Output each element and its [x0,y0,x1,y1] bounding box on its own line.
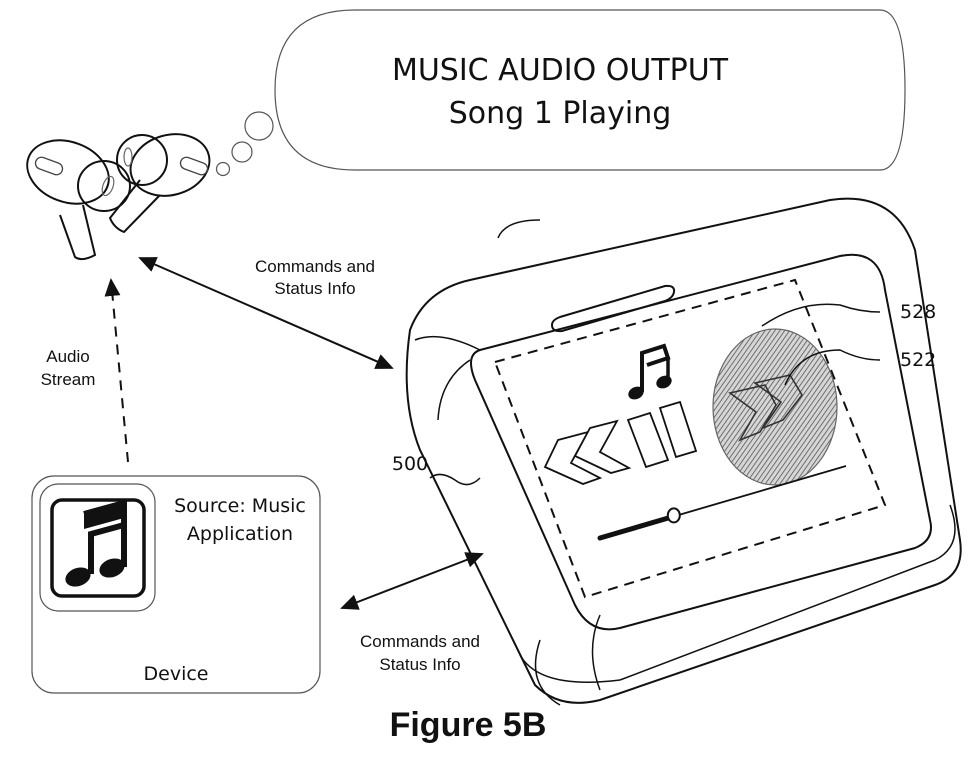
progress-fill [597,513,677,541]
audio-label-line1: Audio [46,347,89,366]
progress-slider[interactable] [597,465,847,541]
thought-bubble: MUSIC AUDIO OUTPUT Song 1 Playing [215,9,906,177]
device-outline [31,475,321,694]
display-region [493,278,887,599]
right-earbud-icon [108,133,211,234]
bubble-title: MUSIC AUDIO OUTPUT [392,53,729,88]
figure-caption: Figure 5B [390,706,547,744]
ref-500: 500 [392,453,428,475]
leader-522 [784,349,881,386]
leader-528 [761,303,881,327]
thought-dot-medium [231,141,253,163]
thought-bubble-outline [274,9,906,171]
charging-case [405,197,962,706]
audio-stream-arrow [104,278,129,463]
pause-icon[interactable] [626,400,698,469]
device-label: Device [144,663,209,685]
bottom-commands-label-line2: Status Info [379,655,460,674]
music-app-icon[interactable] [50,498,146,598]
music-note-icon [65,499,127,587]
rewind-icon[interactable] [543,419,632,485]
case-led-slot [550,284,676,333]
leader-500 [429,473,481,486]
device-source-line2: Application [187,523,293,545]
bottom-commands-label-line1: Commands and [360,632,480,651]
now-playing-music-note-icon [628,343,672,400]
top-commands-label-line2: Status Info [274,279,355,298]
ref-528: 528 [900,301,936,323]
audio-label-line2: Stream [41,370,96,389]
device-source-line1: Source: Music [174,495,306,517]
top-commands-label-line1: Commands and [255,257,375,276]
bubble-subtitle: Song 1 Playing [449,96,672,131]
thought-dot-large [244,111,274,141]
case-screen-outline [470,253,932,631]
app-icon-frame [39,483,156,612]
commands-arrow-earbuds-case [138,257,394,369]
commands-arrow-device-case [340,552,484,610]
progress-knob[interactable] [666,507,681,524]
ref-522: 522 [900,349,936,371]
left-earbud-icon [26,139,131,261]
case-outer-outline [405,197,962,704]
earbuds-icon [26,133,211,261]
device-box: Source: Music Application Device [31,475,321,694]
thought-dot-small [215,161,231,177]
